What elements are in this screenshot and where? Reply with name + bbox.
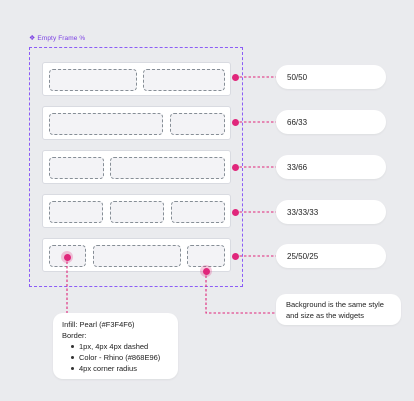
border-spec-list: 1px, 4px 4px dashed Color - Rhino (#868E…	[62, 341, 169, 374]
empty-frame	[29, 47, 243, 287]
border-spec-item: 1px, 4px 4px dashed	[71, 341, 169, 352]
border-spec-item: Color - Rhino (#868E96)	[71, 352, 169, 363]
infill-spec-note: Infill: Pearl (#F3F4F6) Border: 1px, 4px…	[53, 313, 178, 379]
frame-cell	[49, 157, 104, 179]
anchor-dot	[232, 253, 239, 260]
anchor-dot	[232, 74, 239, 81]
ratio-label: 66/33	[276, 110, 386, 134]
frame-cell	[49, 113, 163, 135]
anchor-dot	[232, 119, 239, 126]
border-spec-item: 4px corner radius	[71, 363, 169, 374]
frame-title: ❖ Empty Frame %	[29, 35, 85, 42]
infill-line: Infill: Pearl (#F3F4F6)	[62, 320, 135, 329]
anchor-dot	[232, 209, 239, 216]
widget-row-50-50	[42, 62, 231, 96]
widget-row-66-33	[42, 106, 231, 140]
widget-row-33-66	[42, 150, 231, 184]
component-icon: ❖	[29, 35, 36, 42]
ratio-label: 33/33/33	[276, 200, 386, 224]
frame-cell	[171, 201, 225, 223]
frame-title-label: Empty Frame %	[37, 35, 86, 42]
ratio-label: 50/50	[276, 65, 386, 89]
widget-row-25-50-25	[42, 238, 231, 272]
border-heading: Border:	[62, 331, 87, 340]
anchor-dot	[63, 253, 71, 261]
frame-cell	[49, 69, 137, 91]
anchor-dot	[232, 164, 239, 171]
frame-cell	[93, 245, 181, 267]
frame-cell	[187, 245, 225, 267]
frame-cell	[110, 201, 164, 223]
frame-cell	[110, 157, 225, 179]
background-note: Background is the same style and size as…	[276, 294, 401, 325]
ratio-label: 25/50/25	[276, 244, 386, 268]
anchor-dot	[202, 267, 210, 275]
frame-cell	[143, 69, 225, 91]
frame-cell	[170, 113, 225, 135]
widget-row-33-33-33	[42, 194, 231, 228]
ratio-label: 33/66	[276, 155, 386, 179]
frame-cell	[49, 201, 103, 223]
